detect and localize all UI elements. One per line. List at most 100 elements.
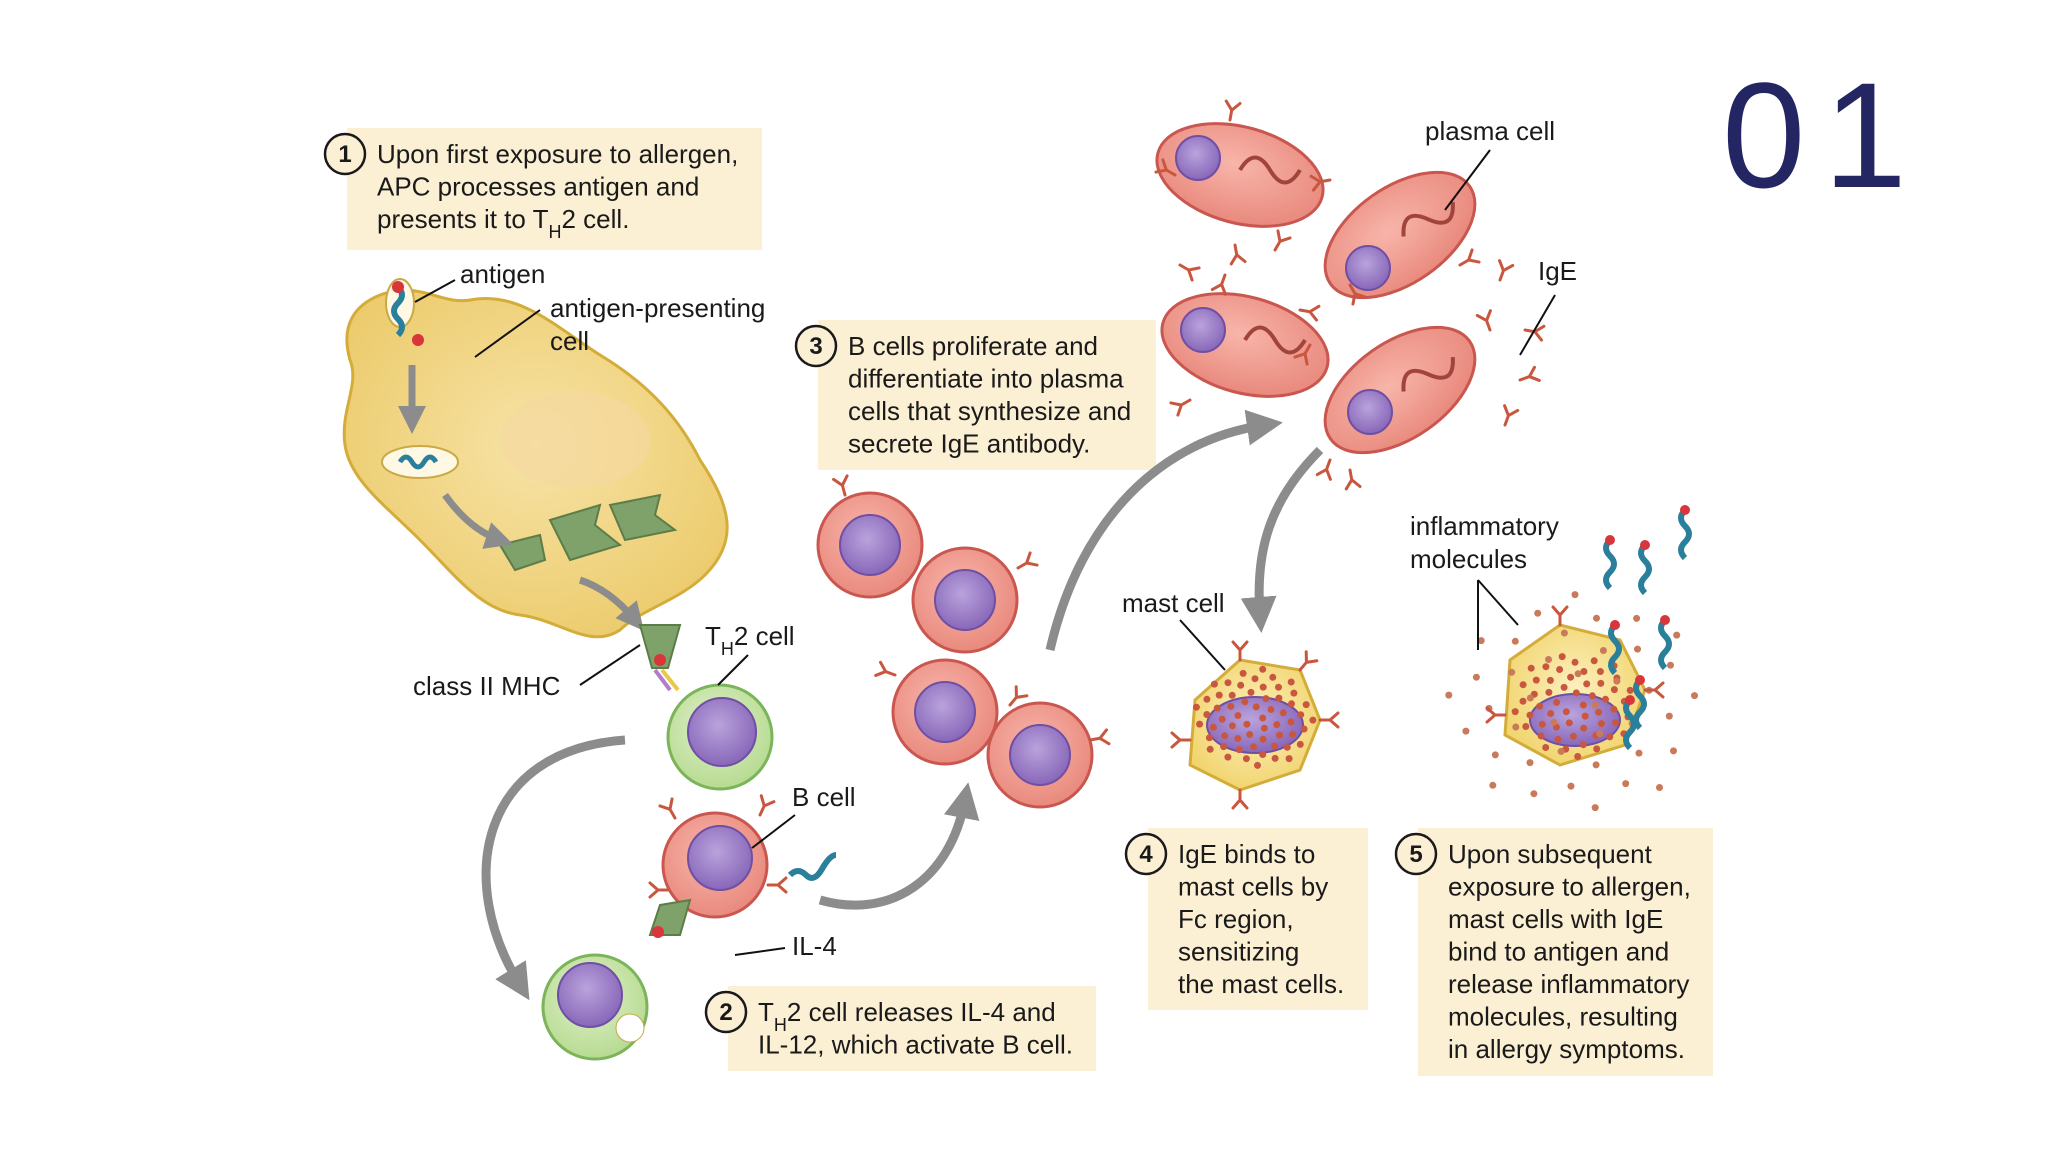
proliferating-b-cells: [816, 474, 1111, 809]
granule: [1579, 701, 1587, 709]
granule: [1215, 691, 1223, 699]
granule: [1243, 720, 1251, 728]
granule: [1596, 730, 1604, 738]
step-5-number: 5: [1409, 841, 1422, 868]
slide-number: 01: [1722, 51, 1925, 219]
antigen-molecule: [1658, 617, 1672, 671]
granule: [1560, 683, 1568, 691]
granule: [1220, 743, 1228, 751]
granule: [1472, 673, 1480, 681]
granule: [1574, 753, 1582, 760]
ige-antibody: [1315, 456, 1339, 481]
granule: [1547, 710, 1555, 717]
granule: [1583, 680, 1591, 688]
granule: [1557, 747, 1565, 755]
step-2-number: 2: [719, 999, 732, 1026]
granule: [1276, 731, 1283, 739]
ige-antibody: [1267, 229, 1292, 255]
label-th2-cell: TH2 cell: [705, 621, 795, 659]
granule: [1228, 691, 1236, 699]
step-4-line-1: IgE binds to: [1178, 839, 1315, 869]
granule: [1610, 705, 1618, 713]
granule: [1511, 708, 1519, 716]
granule: [1228, 722, 1236, 730]
granule: [1588, 692, 1596, 700]
granule: [1591, 701, 1599, 709]
granule: [1553, 698, 1561, 706]
granule: [1596, 668, 1604, 675]
granule: [1221, 732, 1229, 740]
granule: [1462, 727, 1470, 735]
ige-antibody: [1475, 309, 1499, 334]
granule: [1554, 735, 1562, 743]
granule: [1270, 742, 1278, 750]
th2-cell: [666, 683, 774, 791]
label-apc-2: cell: [550, 326, 589, 356]
granule: [1626, 686, 1634, 694]
step-4-line-4: sensitizing: [1178, 937, 1299, 967]
label-mast-cell: mast cell: [1122, 588, 1225, 618]
step-1-line-1: Upon first exposure to allergen,: [377, 139, 738, 169]
granule: [1445, 691, 1453, 699]
granule: [1612, 719, 1620, 727]
granule: [1622, 780, 1630, 788]
granule: [1560, 629, 1568, 637]
granule: [1234, 735, 1242, 742]
antigen-end: [1660, 615, 1670, 625]
granule: [1279, 709, 1287, 717]
step-4-number: 4: [1139, 841, 1153, 868]
ige-antibody: [1221, 99, 1242, 123]
granule: [1237, 681, 1245, 689]
granule: [1192, 703, 1200, 711]
granule: [1580, 668, 1588, 675]
granule: [1571, 658, 1579, 666]
step-4-line-3: Fc region,: [1178, 904, 1294, 934]
step-5-line-2: exposure to allergen,: [1448, 872, 1691, 902]
granule: [1259, 683, 1267, 691]
granule: [1239, 669, 1247, 677]
step-5-line-4: bind to antigen and: [1448, 937, 1669, 967]
granule: [1633, 614, 1641, 622]
ige-antibody: [1175, 257, 1201, 282]
granule: [1556, 666, 1564, 673]
granule: [1205, 734, 1213, 742]
step-3-line-2: differentiate into plasma: [848, 364, 1124, 394]
step-3-line-1: B cells proliferate and: [848, 331, 1098, 361]
granule: [1285, 755, 1293, 763]
label-b-cell: B cell: [792, 782, 856, 812]
granule: [1203, 711, 1211, 718]
granule: [1242, 755, 1250, 763]
granule: [1288, 700, 1295, 708]
step-3-line-3: cells that synthesize and: [848, 396, 1131, 426]
granule: [1545, 688, 1553, 696]
granule: [1512, 723, 1520, 731]
granule: [1569, 732, 1577, 740]
granule: [1259, 751, 1267, 758]
antigen-end: [1640, 540, 1650, 550]
inflammatory-molecules: [1603, 505, 1692, 751]
th2-cell-secreting: [541, 953, 649, 1061]
ige-antibody: [1496, 404, 1520, 429]
granule: [1259, 665, 1267, 673]
granule: [1287, 678, 1295, 686]
granule: [1534, 609, 1542, 617]
antigen-molecule: [1608, 622, 1622, 676]
antigen-molecule: [391, 284, 405, 338]
granule: [1297, 711, 1305, 719]
step-3-number: 3: [809, 333, 822, 360]
granule: [1522, 723, 1530, 730]
granule: [1251, 675, 1259, 683]
label-ige: IgE: [1538, 256, 1577, 286]
granule: [1235, 746, 1243, 754]
granule: [1247, 688, 1255, 696]
granule: [1532, 676, 1540, 684]
granule: [1511, 637, 1519, 645]
granule: [1252, 703, 1260, 711]
granule: [1574, 670, 1582, 678]
